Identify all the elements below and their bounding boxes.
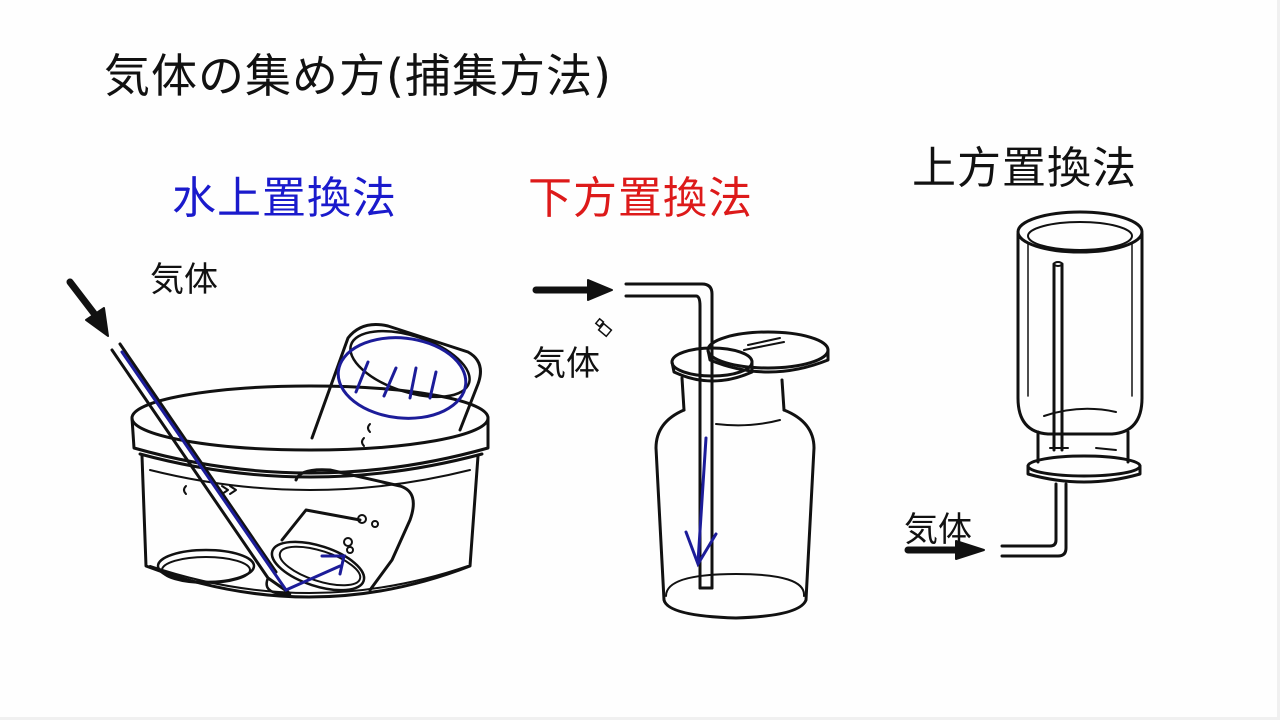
method-title-upward: 上方置換法 <box>912 143 1137 194</box>
water-displacement-apparatus-icon <box>66 278 490 599</box>
method-title-water: 水上置換法 <box>172 173 397 224</box>
frame-edge-bottom <box>0 717 1280 720</box>
gas-label-downward: 気体 <box>532 344 600 384</box>
pen-cursor-icon <box>594 317 613 338</box>
pen-annotation-downward <box>684 436 718 568</box>
downward-displacement-bottle-icon <box>532 279 830 620</box>
pen-annotation-water <box>120 336 468 592</box>
frame-edge-right <box>1277 0 1280 720</box>
upward-displacement-bottle-icon <box>904 210 1144 560</box>
gas-inflow-arrow-icon <box>904 540 985 560</box>
gas-label-water: 気体 <box>150 260 218 300</box>
gas-inflow-arrow-icon <box>66 278 109 337</box>
gas-inflow-arrow-icon <box>532 279 613 301</box>
slide-title: 気体の集め方(捕集方法) <box>104 49 612 103</box>
method-title-downward: 下方置換法 <box>528 173 753 224</box>
